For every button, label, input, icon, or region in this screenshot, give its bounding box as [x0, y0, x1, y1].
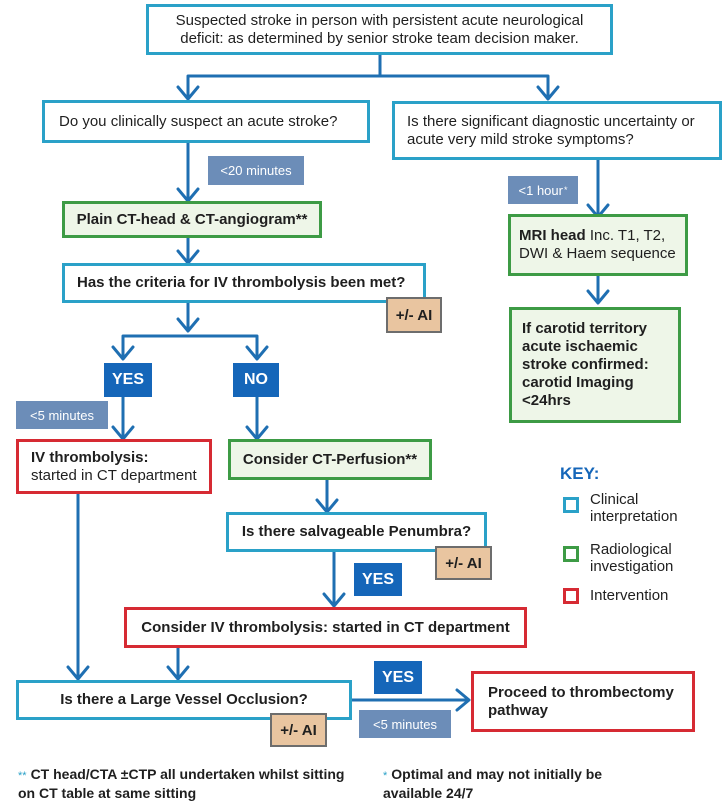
footnote-ct-table: **CT head/CTA ±CTP all undertaken whilst…	[18, 766, 358, 802]
yes-tag-penumbra: YES	[354, 563, 402, 596]
ct-head-node: Plain CT-head & CT-angiogram**	[62, 201, 322, 238]
arrowhead-lvo-left	[66, 665, 90, 681]
mri-head-text: MRI head Inc. T1, T2, DWI & Haem sequenc…	[519, 227, 677, 263]
iv-thrombolysis-text: IV thrombolysis: started in CT departmen…	[31, 449, 197, 485]
key-label-radiological: Radiological investigation	[590, 541, 674, 575]
connector-criteria-split	[121, 301, 259, 358]
yes-tag-criteria: YES	[104, 363, 152, 397]
time-tag-5min-b-text: <5 minutes	[373, 716, 437, 732]
uncertainty-text: Is there significant diagnostic uncertai…	[407, 112, 695, 148]
ct-head-text: Plain CT-head & CT-angiogram**	[76, 210, 308, 228]
suspect-stroke-node: Do you clinically suspect an acute strok…	[42, 100, 370, 143]
time-tag-5min-b: <5 minutes	[359, 710, 451, 738]
connector-start-split	[186, 53, 550, 98]
arrowhead-suspect	[176, 85, 200, 101]
yes-tag-criteria-text: YES	[111, 371, 144, 388]
mri-head-node: MRI head Inc. T1, T2, DWI & Haem sequenc…	[508, 214, 688, 276]
time-tag-5min-a-text: <5 minutes	[30, 407, 94, 423]
yes-tag-lvo-text: YES	[381, 668, 414, 686]
mri-head-bold: MRI head	[519, 227, 586, 244]
key-swatch-intervention	[563, 588, 579, 604]
footnote-availability: *Optimal and may not initially be availa…	[383, 766, 633, 802]
key-label-clinical: Clinical interpretation	[590, 491, 678, 525]
suspect-stroke-text: Do you clinically suspect an acute strok…	[59, 112, 338, 130]
lvo-node: Is there a Large Vessel Occlusion?	[16, 680, 352, 720]
mri-head-detail: Inc. T1, T2, DWI & Haem sequence	[519, 227, 676, 262]
key-title: KEY:	[560, 464, 600, 483]
penumbra-node: Is there salvageable Penumbra?	[226, 512, 487, 552]
ai-tag-lvo-text: +/- AI	[280, 721, 317, 739]
footnote-ct-table-mark: **	[18, 770, 27, 782]
time-tag-5min-a: <5 minutes	[16, 401, 108, 429]
time-tag-20min: <20 minutes	[208, 156, 304, 185]
no-tag-criteria: NO	[233, 363, 279, 397]
lvo-text: Is there a Large Vessel Occlusion?	[60, 691, 308, 708]
key-swatch-clinical	[563, 497, 579, 513]
yes-tag-penumbra-text: YES	[361, 570, 394, 588]
carotid-imaging-node: If carotid territory acute ischaemic str…	[509, 307, 681, 423]
thrombectomy-text: Proceed to thrombectomy pathway	[488, 683, 674, 719]
arrowhead-consideriv	[322, 592, 346, 608]
yes-tag-lvo: YES	[374, 661, 422, 694]
iv-thrombolysis-bold: IV thrombolysis:	[31, 448, 149, 466]
no-tag-criteria-text: NO	[244, 371, 268, 388]
arrowhead-yes	[111, 345, 135, 361]
criteria-text: Has the criteria for IV thrombolysis bee…	[77, 274, 406, 291]
thrombectomy-node: Proceed to thrombectomy pathway	[471, 671, 695, 732]
consider-iv-node: Consider IV thrombolysis: started in CT …	[124, 607, 527, 648]
iv-thrombolysis-node: IV thrombolysis: started in CT departmen…	[16, 439, 212, 494]
arrowhead-thrombectomy	[455, 688, 471, 712]
time-tag-1hour-text: <1 hour	[518, 182, 563, 198]
arrowhead-lvo-mid	[166, 665, 190, 681]
arrowhead-carotid	[586, 289, 610, 305]
key-label-intervention: Intervention	[590, 587, 669, 604]
penumbra-text: Is there salvageable Penumbra?	[241, 523, 472, 540]
uncertainty-node: Is there significant diagnostic uncertai…	[392, 101, 722, 160]
ai-tag-lvo: +/- AI	[270, 713, 327, 747]
ct-perfusion-text: Consider CT-Perfusion**	[242, 450, 418, 468]
ai-tag-criteria: +/- AI	[386, 297, 442, 333]
consider-iv-text: Consider IV thrombolysis: started in CT …	[141, 618, 510, 636]
iv-thrombolysis-detail: started in CT department	[31, 466, 197, 484]
arrowhead-criteria-down	[176, 317, 200, 333]
footnote-ct-table-text: CT head/CTA ±CTP all undertaken whilst s…	[18, 766, 345, 801]
arrowhead-uncertainty	[536, 85, 560, 101]
time-tag-1hour-mark: *	[563, 185, 568, 195]
ai-tag-criteria-text: +/- AI	[395, 306, 433, 324]
key-swatch-radiological	[563, 546, 579, 562]
footnote-availability-mark: *	[383, 770, 388, 782]
arrowhead-no	[245, 345, 269, 361]
footnote-availability-text: Optimal and may not initially be availab…	[383, 766, 603, 801]
start-text: Suspected stroke in person with persiste…	[175, 11, 584, 47]
ai-tag-penumbra: +/- AI	[435, 546, 492, 580]
ct-perfusion-node: Consider CT-Perfusion**	[228, 439, 432, 480]
ai-tag-penumbra-text: +/- AI	[445, 554, 482, 572]
criteria-node: Has the criteria for IV thrombolysis bee…	[62, 263, 426, 303]
time-tag-1hour: <1 hour*	[508, 176, 578, 204]
start-node: Suspected stroke in person with persiste…	[146, 4, 613, 55]
carotid-imaging-text: If carotid territory acute ischaemic str…	[522, 320, 649, 409]
time-tag-20min-text: <20 minutes	[220, 163, 292, 178]
